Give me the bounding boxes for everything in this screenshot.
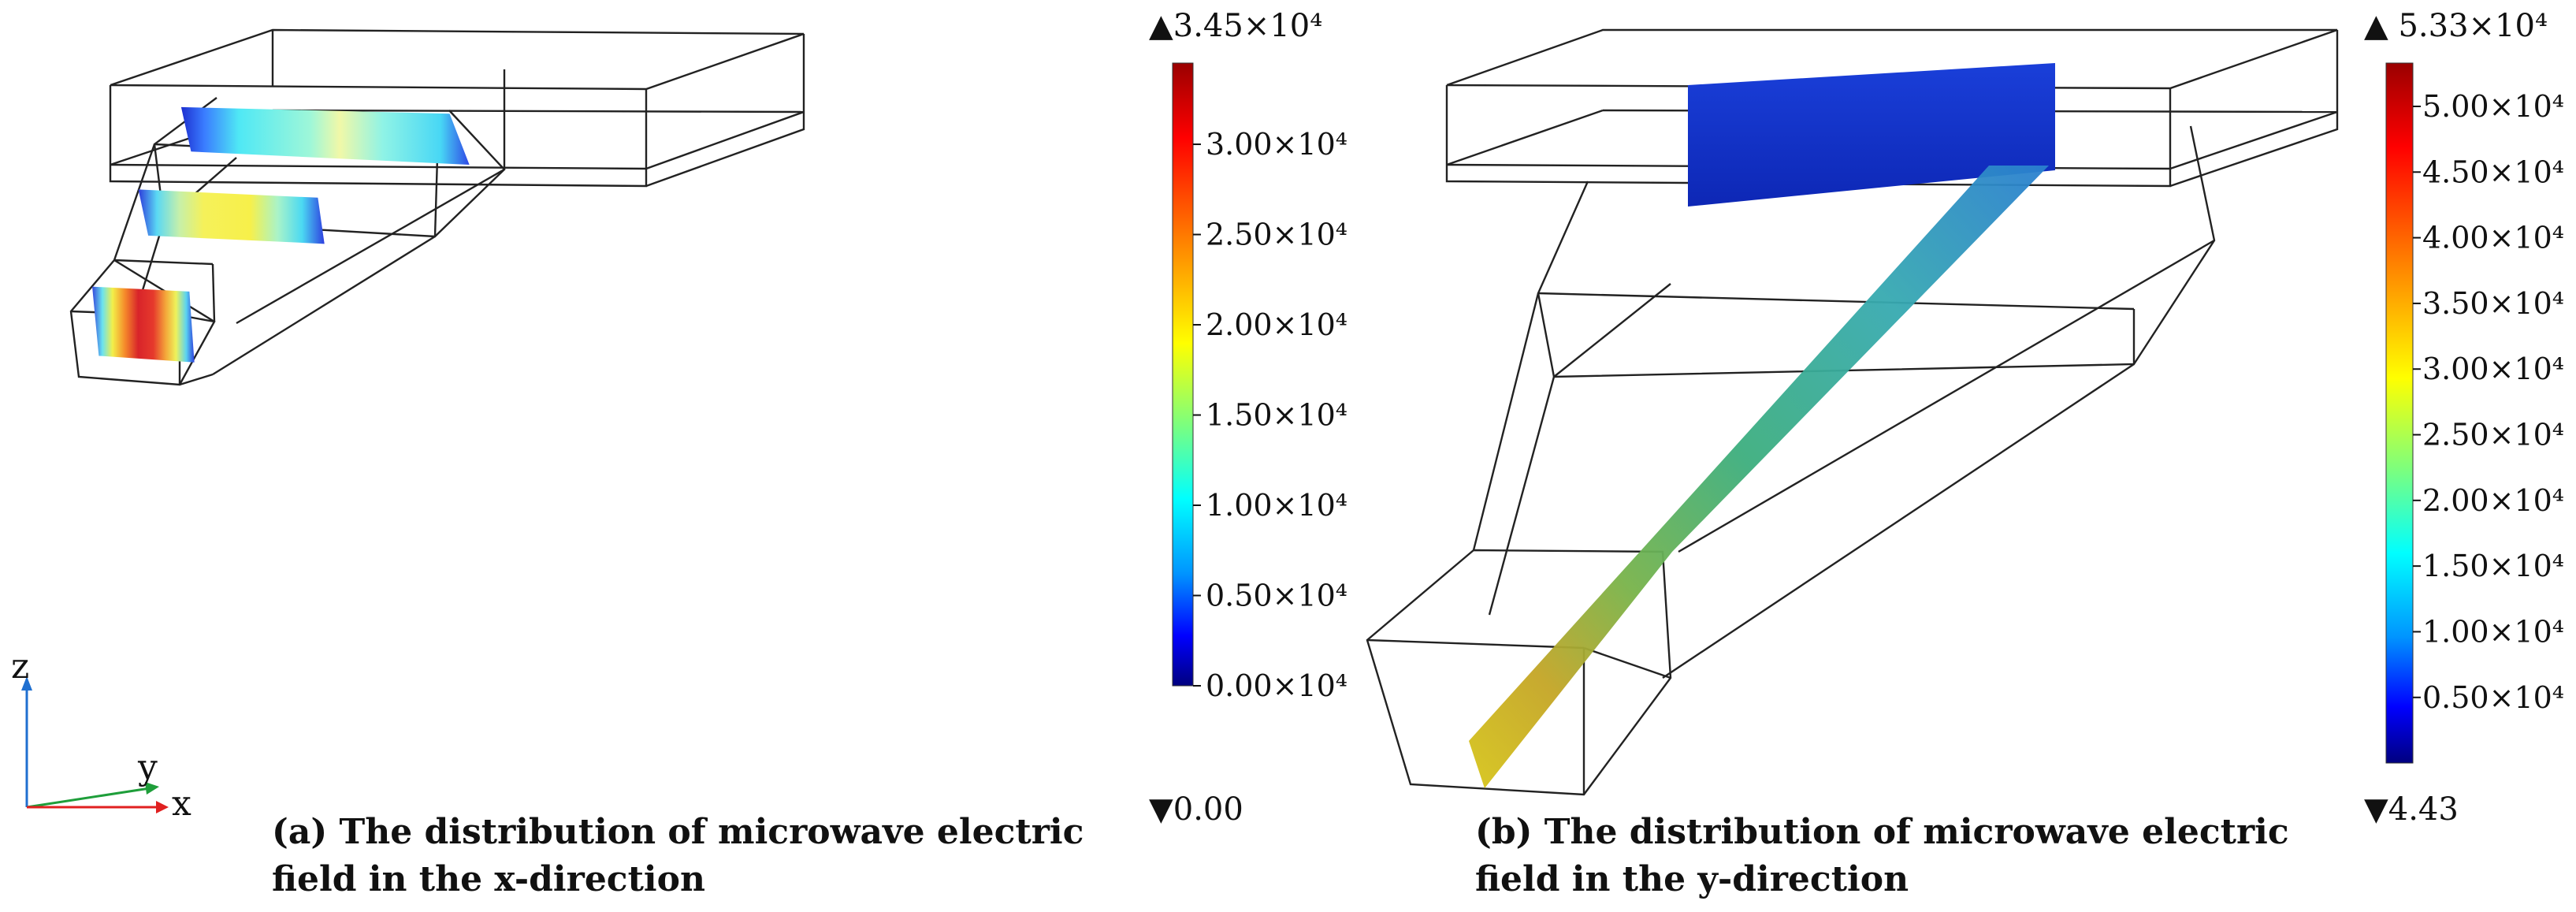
axis-label-z: z bbox=[11, 646, 29, 687]
colorbar-b-tick-label: 5.00×10⁴ bbox=[2422, 89, 2564, 124]
field-slice-middle bbox=[138, 189, 325, 244]
colorbar-b: ▲ 5.33×10⁴ ▼4.43 5.00×10⁴ 4.50×10⁴ 4.00×10… bbox=[2364, 8, 2564, 828]
colorbar-a-tick-label: 2.00×10⁴ bbox=[1206, 307, 1347, 342]
colorbar-a-tick-label: 3.00×10⁴ bbox=[1206, 127, 1347, 162]
colorbar-a-max: ▲3.45×10⁴ bbox=[1149, 8, 1322, 44]
field-slice-diagonal bbox=[1469, 166, 2049, 788]
waveguide-wireframe-a bbox=[69, 28, 805, 386]
panel-a: ▲3.45×10⁴ ▼0.00 3.00×10⁴ 2.50×10⁴ 2.00×10⁴… bbox=[69, 8, 1347, 899]
axis-triad: z y x bbox=[11, 646, 191, 824]
colorbar-b-tick-label: 2.50×10⁴ bbox=[2422, 418, 2564, 452]
colorbar-a-tick-label: 2.50×10⁴ bbox=[1206, 218, 1347, 252]
colorbar-a-tick-label: 0.00×10⁴ bbox=[1206, 668, 1347, 703]
colorbar-a-tick-label: 1.00×10⁴ bbox=[1206, 488, 1347, 523]
field-slice-top-plane bbox=[1688, 63, 2055, 207]
colorbar-b-tick-label: 1.00×10⁴ bbox=[2422, 614, 2564, 649]
colorbar-b-tick-label: 1.50×10⁴ bbox=[2422, 549, 2564, 583]
colorbar-b-tick-label: 0.50×10⁴ bbox=[2422, 680, 2564, 715]
axis-label-x: x bbox=[172, 784, 191, 824]
colorbar-b-tick-label: 4.50×10⁴ bbox=[2422, 154, 2564, 189]
field-slice-upper bbox=[180, 106, 470, 165]
axis-label-y: y bbox=[137, 747, 158, 787]
colorbar-a-gradient bbox=[1172, 62, 1194, 687]
colorbar-a-min: ▼0.00 bbox=[1149, 791, 1243, 828]
colorbar-b-tick-label: 3.00×10⁴ bbox=[2422, 352, 2564, 386]
colorbar-a: ▲3.45×10⁴ ▼0.00 3.00×10⁴ 2.50×10⁴ 2.00×10⁴… bbox=[1149, 8, 1347, 828]
caption-a-line1: (a) The distribution of microwave electr… bbox=[272, 812, 1084, 852]
colorbar-a-tick-label: 0.50×10⁴ bbox=[1206, 579, 1347, 613]
field-slice-lower bbox=[92, 286, 195, 363]
colorbar-b-max: ▲ 5.33×10⁴ bbox=[2364, 8, 2548, 44]
colorbar-b-gradient bbox=[2385, 62, 2414, 764]
caption-b-line2: field in the y-direction bbox=[1475, 859, 1909, 899]
colorbar-a-tick-label: 1.50×10⁴ bbox=[1206, 398, 1347, 433]
colorbar-b-tick-label: 3.50×10⁴ bbox=[2422, 286, 2564, 321]
caption-b-line1: (b) The distribution of microwave electr… bbox=[1475, 812, 2289, 852]
panel-b: ▲ 5.33×10⁴ ▼4.43 5.00×10⁴ 4.50×10⁴ 4.00×10… bbox=[1366, 8, 2564, 899]
colorbar-b-tick-label: 2.00×10⁴ bbox=[2422, 483, 2564, 518]
colorbar-b-tick-label: 4.00×10⁴ bbox=[2422, 221, 2564, 255]
caption-a-line2: field in the x-direction bbox=[272, 859, 705, 899]
colorbar-b-min: ▼4.43 bbox=[2364, 791, 2459, 828]
